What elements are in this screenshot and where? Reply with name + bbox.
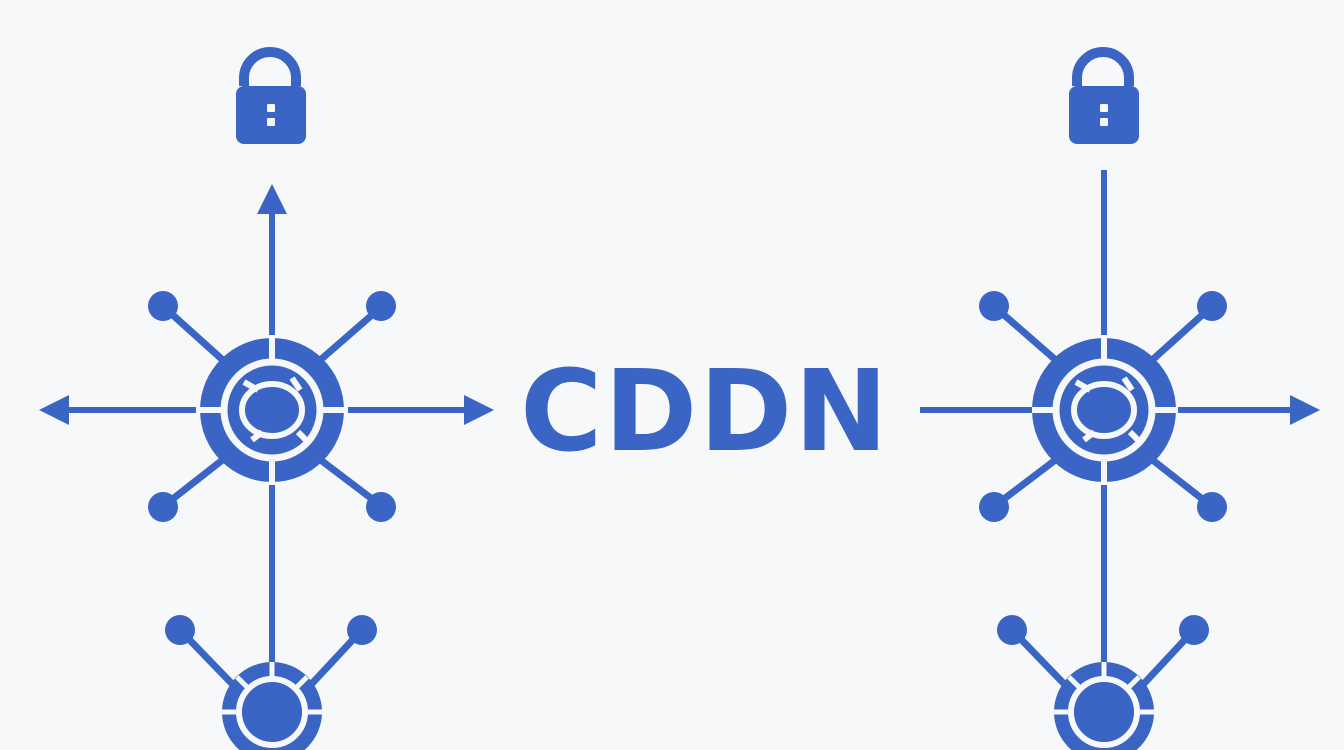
node-dot-icon (1179, 615, 1209, 645)
node-dot-icon (366, 492, 396, 522)
right-padlock-icon (1069, 47, 1139, 144)
right-lower-hub-icon (1054, 662, 1154, 750)
left-hub-node-dots (148, 291, 396, 522)
node-dot-icon (1197, 492, 1227, 522)
left-lower-hub-spokes (179, 629, 363, 693)
right-lower-hub-spokes (1011, 629, 1195, 693)
left-cluster (39, 47, 494, 750)
node-dot-icon (148, 291, 178, 321)
node-dot-icon (366, 291, 396, 321)
left-lower-hub-icon (222, 662, 322, 750)
node-dot-icon (979, 291, 1009, 321)
right-cluster (920, 47, 1320, 750)
left-hub-spokes (162, 305, 383, 508)
left-padlock-icon (236, 47, 306, 144)
node-dot-icon (1197, 291, 1227, 321)
right-hub-spokes (993, 305, 1213, 508)
left-lower-node-dots (165, 615, 377, 645)
node-dot-icon (148, 492, 178, 522)
node-dot-icon (165, 615, 195, 645)
cddn-title: CDDN (520, 347, 890, 477)
node-dot-icon (979, 492, 1009, 522)
left-main-hub-icon (200, 338, 344, 482)
right-main-hub-icon (1032, 338, 1176, 482)
node-dot-icon (347, 615, 377, 645)
node-dot-icon (997, 615, 1027, 645)
right-hub-node-dots (979, 291, 1227, 522)
right-lower-node-dots (997, 615, 1209, 645)
